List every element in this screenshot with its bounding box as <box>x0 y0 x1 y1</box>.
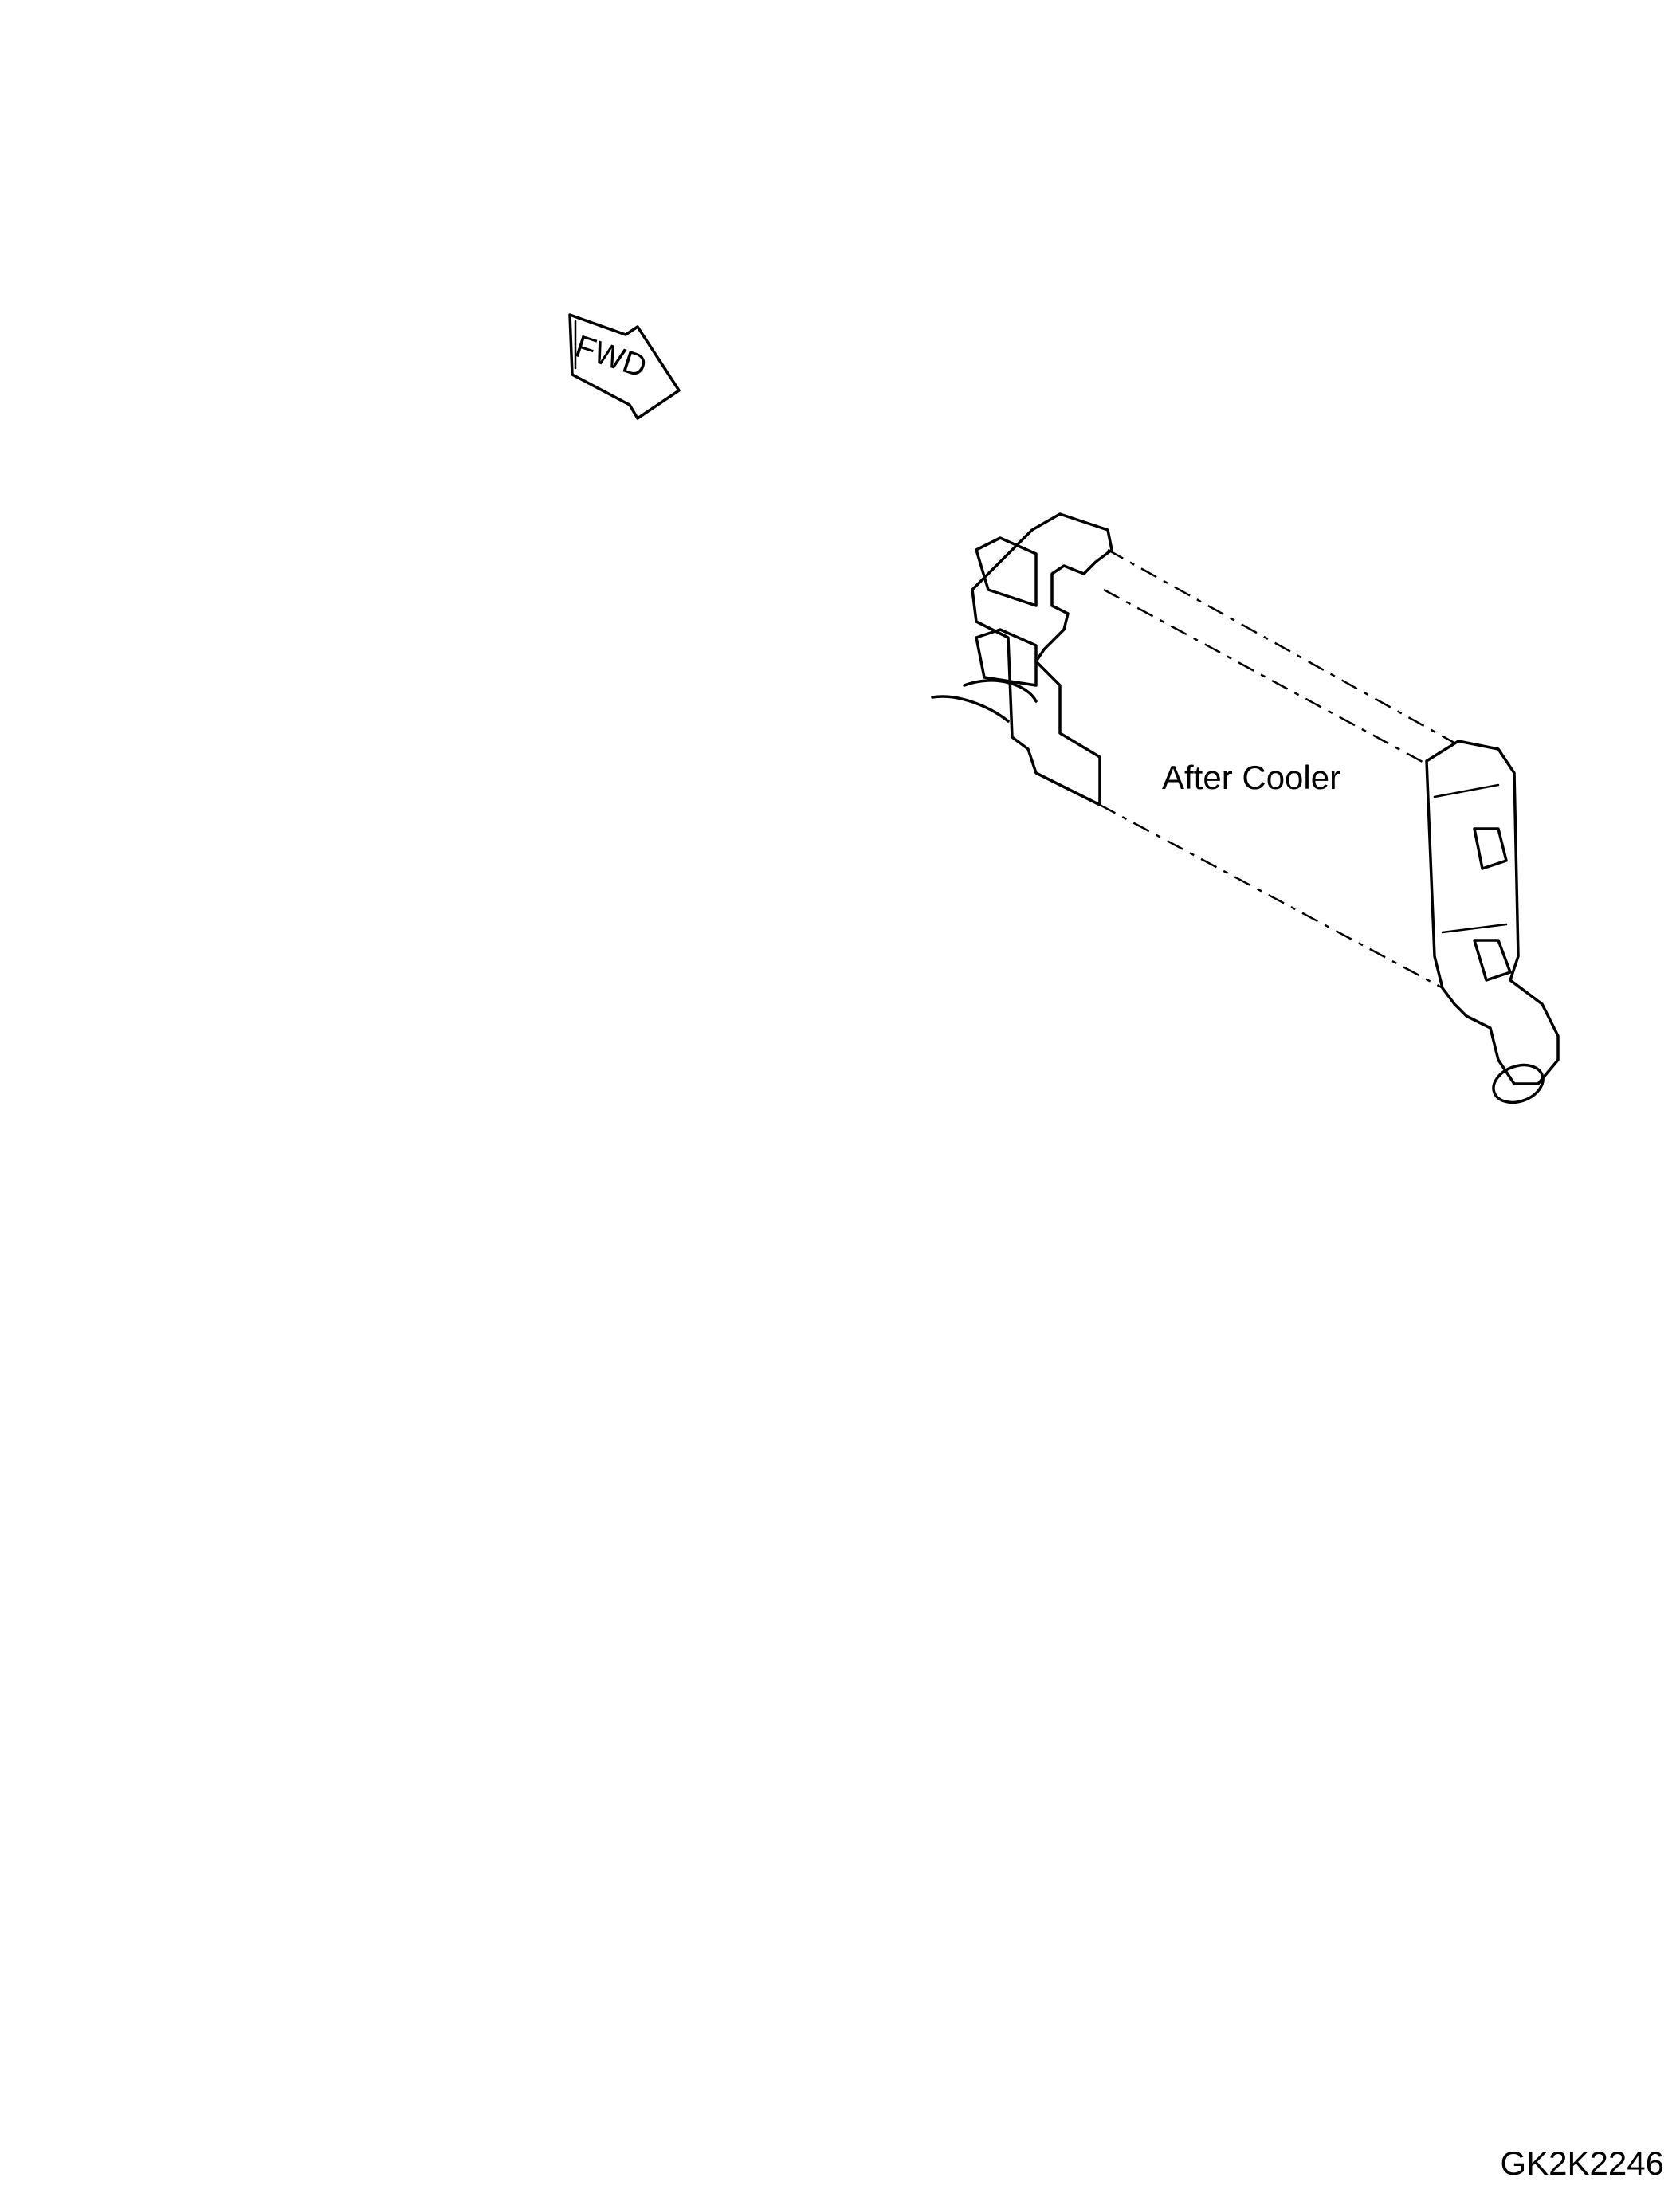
after-cooler-label: After Cooler <box>1162 759 1341 796</box>
after-cooler <box>931 512 1560 1104</box>
fwd-arrow-icon: FWD <box>568 313 681 420</box>
drawing-code: GK2K2246 <box>1500 2144 1665 2182</box>
fwd-label: FWD <box>571 329 650 385</box>
